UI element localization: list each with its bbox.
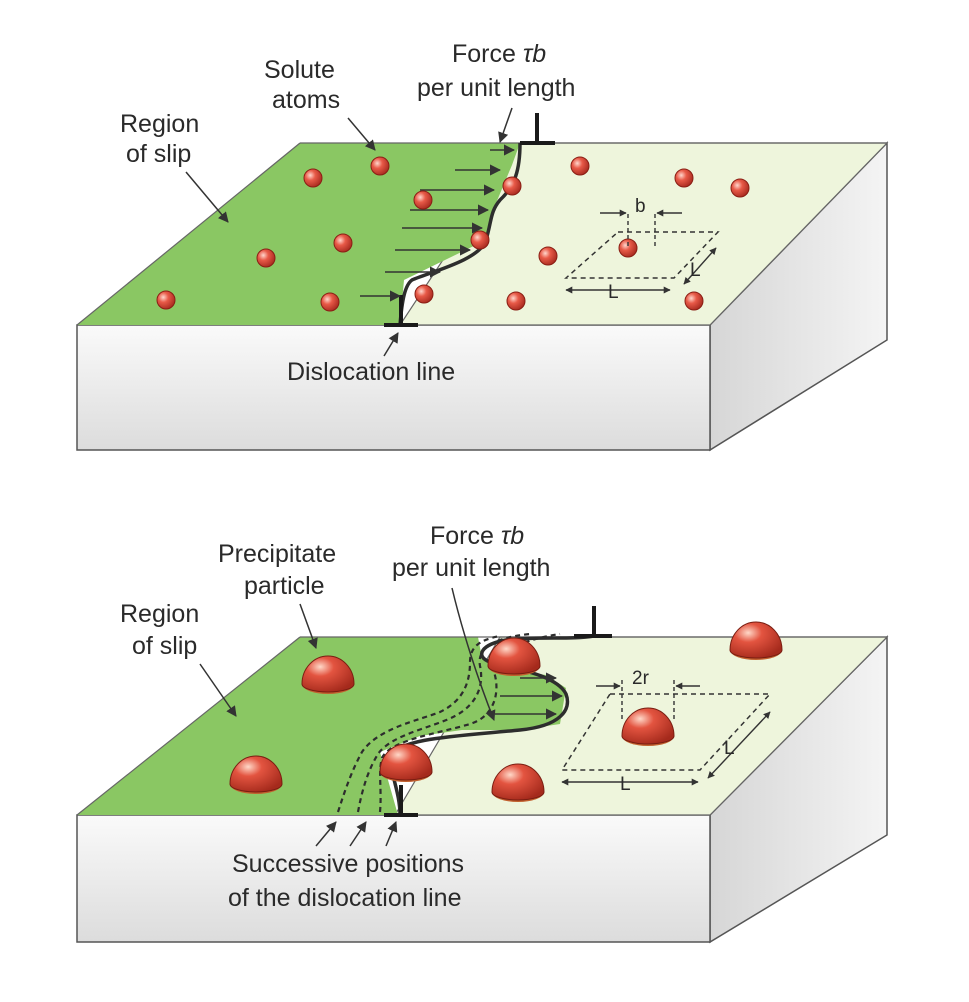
bottom-precipitate-particles	[229, 621, 783, 802]
bottom-L-label-horizontal: L	[620, 774, 631, 795]
dashed-dislocation-position-2	[356, 632, 531, 813]
top-dislocation-line-label: Dislocation line	[287, 332, 455, 386]
solute-atom	[570, 156, 590, 176]
solute-atom	[413, 190, 433, 210]
precipitate-particle	[621, 707, 675, 746]
precipitate-particle	[729, 621, 783, 660]
bottom-dislocation-symbol-top	[574, 606, 612, 638]
top-solute-atoms-label: Solute atoms	[264, 56, 376, 151]
bottom-region-label-line2: of slip	[132, 632, 197, 660]
bottom-region-label-line1: Region	[120, 600, 199, 628]
bottom-block-front	[76, 814, 711, 943]
bottom-region-of-slip-label: Region of slip	[120, 600, 237, 717]
bottom-dislocation-symbol-bottom	[384, 785, 418, 817]
precipitate-particle	[301, 655, 355, 694]
solute-atom	[370, 156, 390, 176]
top-dislocation-symbol-top	[520, 113, 555, 145]
dashed-dislocation-position-1	[336, 634, 501, 813]
solute-atom	[506, 291, 526, 311]
top-panel: b L L Region of slip Solute atoms Force …	[76, 40, 889, 452]
top-block	[76, 141, 889, 452]
bottom-precipitate-label: Precipitate particle	[218, 540, 336, 649]
precipitate-particle	[487, 637, 541, 676]
bottom-successive-positions-label: Successive positions of the dislocation …	[228, 821, 464, 912]
bottom-force-arrows	[495, 672, 564, 720]
solute-atom	[414, 284, 434, 304]
solute-atom	[684, 291, 704, 311]
top-force-line1: Force τb	[452, 40, 546, 68]
top-block-front	[76, 324, 711, 451]
top-force-arrows	[360, 144, 516, 302]
top-slipped-edge	[76, 142, 301, 326]
bottom-successive-label-line2: of the dislocation line	[228, 884, 461, 912]
bottom-force-line2: per unit length	[392, 554, 550, 582]
solute-atom	[256, 248, 276, 268]
bottom-slipped-edge	[76, 636, 301, 816]
bottom-successive-label-line1: Successive positions	[232, 850, 464, 878]
solute-atom	[502, 176, 522, 196]
top-L-label-diagonal: L	[690, 260, 701, 281]
top-region-of-slip-label: Region of slip	[120, 110, 229, 223]
top-slipped-surface	[77, 143, 520, 325]
solute-atom	[156, 290, 176, 310]
top-solute-label-line2: atoms	[272, 86, 340, 114]
top-solute-atoms	[156, 156, 750, 312]
bottom-spacing-indicator: 2r L L	[560, 668, 772, 795]
top-solute-label-line1: Solute	[264, 56, 335, 84]
bottom-block	[76, 635, 889, 944]
bottom-force-label: Force τb per unit length	[392, 522, 550, 721]
bottom-precipitate-label-line2: particle	[244, 572, 325, 600]
top-force-label: Force τb per unit length	[417, 40, 575, 143]
precipitate-particle	[491, 763, 545, 802]
solute-atom	[730, 178, 750, 198]
solute-atom	[333, 233, 353, 253]
top-force-line2: per unit length	[417, 74, 575, 102]
top-region-label-line2: of slip	[126, 140, 191, 168]
bottom-precipitate-label-line1: Precipitate	[218, 540, 336, 568]
top-L-label-horizontal: L	[608, 282, 619, 303]
bottom-2r-label: 2r	[632, 668, 650, 689]
solute-atom	[320, 292, 340, 312]
solute-atom	[470, 230, 490, 250]
bottom-force-line1: Force τb	[430, 522, 524, 550]
top-region-label-line1: Region	[120, 110, 199, 138]
bottom-panel: 2r L L Region of slip Precipitate partic…	[76, 522, 889, 944]
precipitate-particle	[229, 755, 283, 794]
solute-atom	[538, 246, 558, 266]
solute-atom	[674, 168, 694, 188]
bottom-L-label-diagonal: L	[724, 738, 735, 759]
bottom-slipped-surface	[77, 637, 566, 815]
top-b-label: b	[635, 196, 646, 217]
top-spacing-indicator: b L L	[564, 196, 720, 303]
precipitate-particle	[379, 743, 433, 782]
top-dislocation-label-text: Dislocation line	[287, 358, 455, 386]
solute-atom	[303, 168, 323, 188]
